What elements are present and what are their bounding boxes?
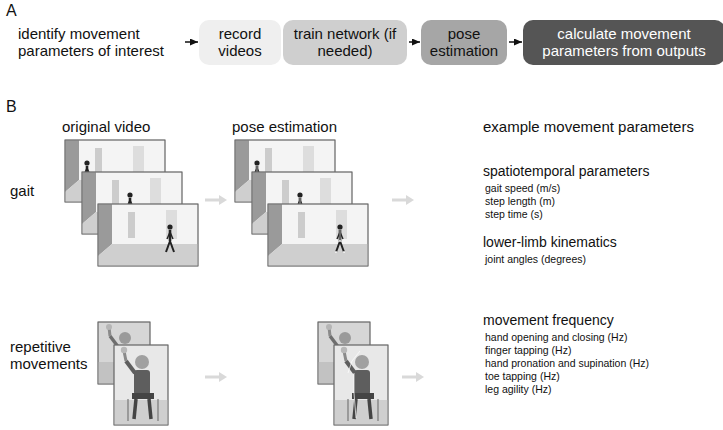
flow-arrow	[409, 41, 420, 43]
gait-pose-frames	[235, 140, 368, 266]
box-text: identify movement parameters of interest	[18, 25, 181, 60]
parameter-item: gait speed (m/s)	[485, 182, 560, 194]
panel-letter: B	[6, 98, 17, 116]
parameter-item: step length (m)	[485, 195, 555, 207]
row-label: repetitive movements	[10, 338, 94, 373]
parameter-item: joint angles (degrees)	[485, 253, 586, 265]
parameter-group: movement frequency	[483, 312, 614, 328]
column-heading: original video	[62, 118, 150, 135]
box-text: record videos	[207, 25, 273, 60]
parameter-group: spatiotemporal parameters	[483, 163, 650, 179]
parameter-item: leg agility (Hz)	[485, 383, 552, 395]
parameter-group: lower-limb kinematics	[483, 234, 617, 250]
column-heading: example movement parameters	[483, 118, 694, 135]
box-text: calculate movement parameters from outpu…	[531, 25, 717, 60]
panel-letter: A	[6, 2, 17, 20]
repetitive-video-frames	[98, 322, 168, 425]
parameter-item: toe tapping (Hz)	[485, 370, 560, 382]
repetitive-pose-frames	[318, 322, 388, 425]
step-text: identify movement parameters of interest	[16, 20, 183, 65]
row-label: gait	[10, 182, 34, 199]
gait-video-frames	[65, 140, 198, 266]
parameter-item: hand opening and closing (Hz)	[485, 331, 627, 343]
step-arrows	[205, 195, 424, 382]
parameter-item: hand pronation and supination (Hz)	[485, 357, 649, 369]
process-box: calculate movement parameters from outpu…	[523, 20, 723, 65]
parameter-item: finger tapping (Hz)	[485, 344, 571, 356]
flow-arrow	[185, 41, 198, 43]
process-box: train network (if needed)	[283, 20, 407, 65]
process-box: record videos	[199, 20, 281, 65]
box-text: pose estimation	[429, 25, 499, 60]
parameter-item: step time (s)	[485, 208, 543, 220]
box-text: train network (if needed)	[291, 25, 399, 60]
column-heading: pose estimation	[232, 118, 337, 135]
flow-arrow	[509, 41, 522, 43]
process-box: pose estimation	[421, 20, 507, 65]
